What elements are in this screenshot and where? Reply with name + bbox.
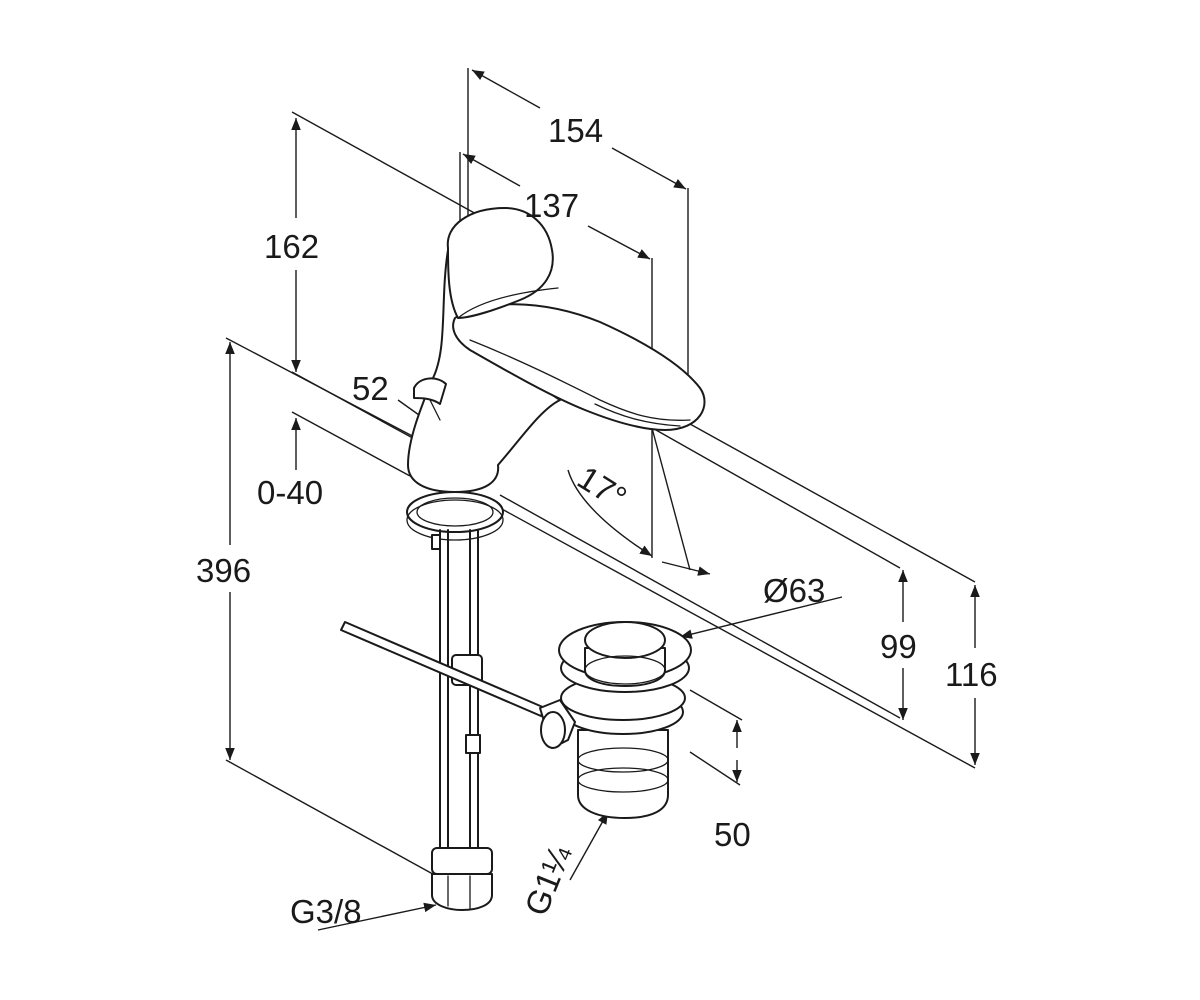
threaded-stud [431, 534, 441, 550]
drain-assembly [539, 621, 692, 819]
ext-spout-99 [655, 429, 901, 569]
dim-g114-leader [569, 811, 609, 881]
label-g114: G1¼ [517, 840, 578, 921]
dim-17-arc [567, 469, 653, 557]
label-154: 154 [548, 112, 603, 149]
ext-base-diag-116 [499, 507, 976, 769]
ext-396-bottom [225, 759, 441, 879]
popup-rod-top [429, 399, 441, 421]
drain-body [577, 729, 669, 819]
drain-plug-edge [584, 655, 666, 685]
dim-154-b [611, 147, 687, 190]
drain-plug-cap [584, 621, 666, 659]
dim-63-leader [679, 596, 843, 639]
hose-nut [431, 873, 493, 911]
ext-162-top [291, 111, 479, 216]
drain-side-nut [540, 711, 566, 749]
ext-396-top [225, 337, 421, 441]
label-g38: G3/8 [290, 893, 362, 930]
label-50: 50 [714, 816, 751, 853]
drain-body-ring-2 [577, 767, 669, 793]
popup-knob [413, 377, 447, 405]
dim-154-a [471, 69, 541, 109]
hose-marker [465, 734, 481, 754]
label-63: Ø63 [763, 572, 825, 609]
hose-nut-top [431, 847, 493, 875]
dim-17-arrow2 [661, 561, 711, 576]
pull-rod [340, 621, 546, 717]
ext-17-angled [651, 427, 691, 571]
ext-50-top [689, 689, 743, 721]
ext-040 [291, 411, 411, 477]
label-040: 0-40 [257, 474, 323, 511]
ext-50-bottom [689, 751, 741, 786]
faucet-spout [452, 303, 706, 431]
base-ring-inner [416, 497, 494, 527]
mounting-assembly [340, 491, 546, 911]
dimension-lines [225, 68, 980, 931]
spout-lip [594, 403, 681, 427]
label-396: 396 [196, 552, 251, 589]
label-52: 52 [352, 370, 389, 407]
label-162: 162 [264, 228, 319, 265]
base-ring-lower [406, 499, 504, 541]
ext-spout-116 [689, 423, 976, 583]
lever-handle [446, 207, 554, 319]
lever-seam [457, 287, 559, 319]
dim-137-b [587, 225, 651, 260]
label-17deg: 17° [571, 459, 633, 517]
faucet-stem [407, 249, 561, 493]
dim-g38-leader [317, 902, 437, 931]
faucet-body [407, 207, 706, 493]
spout-edge [469, 339, 691, 421]
label-137: 137 [524, 187, 579, 224]
ext-base-diag-99 [499, 494, 901, 719]
label-116: 116 [945, 656, 998, 693]
drain-body-ring [577, 747, 669, 773]
label-99: 99 [880, 628, 917, 665]
dim-137-a [462, 153, 521, 187]
